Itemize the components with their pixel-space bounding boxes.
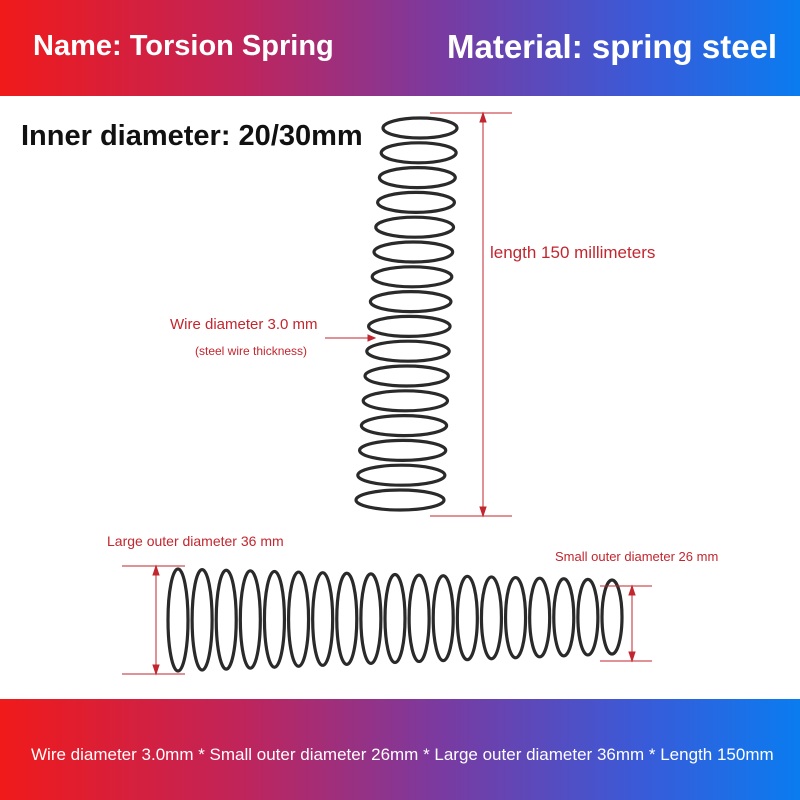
spring-coil (407, 573, 431, 664)
spring-coil (359, 572, 383, 666)
horizontal-spring-image (166, 567, 624, 673)
spring-coil (600, 578, 624, 656)
inner-diameter-label: Inner diameter: 20/30mm (21, 120, 363, 152)
spring-coil (363, 364, 450, 388)
spring-coil (365, 339, 451, 363)
length-dimension-line (430, 111, 512, 518)
vertical-spring-image (354, 116, 459, 512)
spec-summary: Wire diameter 3.0mm * Small outer diamet… (31, 745, 774, 764)
top-banner (0, 0, 800, 96)
spring-coil (190, 568, 214, 672)
spring-coil (367, 314, 452, 338)
spring-coil (214, 568, 238, 671)
wire-diameter-label: Wire diameter 3.0 mm (170, 316, 318, 333)
product-material: Material: spring steel (447, 28, 778, 65)
spring-coil (238, 569, 262, 670)
spring-coil (357, 438, 448, 462)
spring-coil (166, 567, 190, 673)
spring-coil (286, 570, 311, 668)
spring-coil (376, 190, 457, 214)
spring-coil (372, 240, 455, 264)
spring-coil (361, 389, 450, 413)
large-outer-diameter-label: Large outer diameter 36 mm (107, 533, 284, 549)
bottom-banner (0, 699, 800, 800)
spring-coil (479, 575, 504, 661)
spring-coil (311, 571, 335, 667)
spring-coil (356, 463, 447, 487)
small-outer-dimension (600, 584, 652, 663)
spring-coil (431, 574, 455, 663)
spring-coil (359, 414, 449, 438)
spring-coil (528, 576, 552, 659)
spring-coil (383, 572, 407, 665)
spring-coil (370, 265, 454, 289)
length-label: length 150 millimeters (490, 243, 656, 262)
spring-coil (379, 141, 458, 165)
large-outer-dimension (122, 564, 185, 676)
spring-coil (262, 569, 287, 669)
wire-thickness-note: (steel wire thickness) (195, 344, 308, 358)
spring-coil (335, 571, 359, 666)
spring-coil (377, 166, 457, 190)
spring-coil (576, 577, 600, 657)
spring-coil (503, 575, 528, 660)
small-outer-diameter-label: Small outer diameter 26 mm (555, 549, 719, 564)
wire-pointer (325, 334, 377, 342)
spring-coil (455, 574, 479, 662)
product-name: Name: Torsion Spring (33, 30, 334, 62)
spring-coil (381, 116, 459, 140)
spring-coil (374, 215, 456, 239)
spring-coil (552, 577, 576, 658)
spring-coil (354, 488, 446, 512)
spring-coil (368, 290, 453, 314)
